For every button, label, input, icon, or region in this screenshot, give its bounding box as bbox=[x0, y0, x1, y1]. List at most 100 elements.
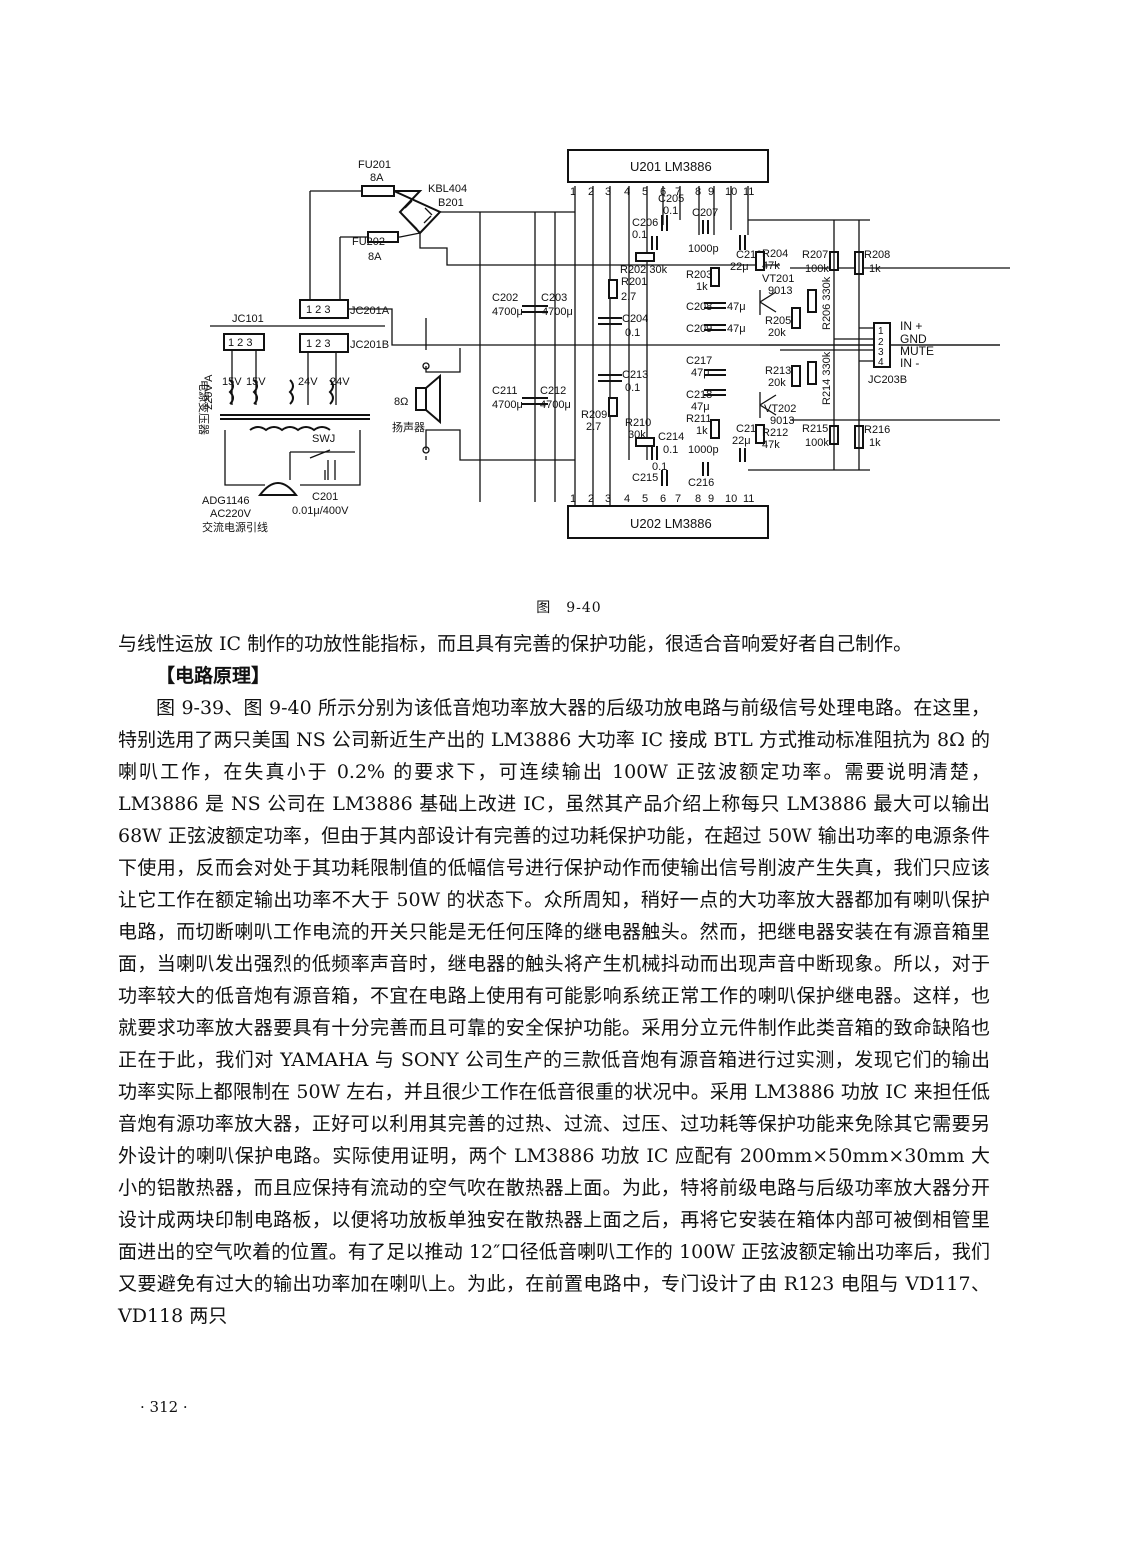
svg-text:4700μ: 4700μ bbox=[492, 306, 523, 318]
svg-text:4700μ: 4700μ bbox=[542, 306, 573, 318]
svg-text:47μ: 47μ bbox=[691, 401, 710, 413]
svg-text:220V A: 220V A bbox=[203, 374, 215, 410]
svg-text:4: 4 bbox=[878, 357, 884, 368]
jc201a-pins: 1 2 3 bbox=[306, 304, 330, 316]
paragraph-2: 图 9-39、图 9-40 所示分别为该低音炮功率放大器的后级功放电路与前级信号… bbox=[118, 697, 990, 1327]
svg-text:10: 10 bbox=[725, 493, 737, 505]
svg-text:15V: 15V bbox=[222, 376, 242, 388]
svg-text:B201: B201 bbox=[438, 197, 464, 209]
svg-text:C218: C218 bbox=[686, 389, 712, 401]
svg-text:9: 9 bbox=[708, 186, 714, 198]
svg-text:1000p: 1000p bbox=[688, 444, 719, 456]
u202-pins: 1 2 3 4 5 6 7 8 9 10 11 bbox=[570, 493, 754, 505]
svg-text:R212: R212 bbox=[762, 427, 788, 439]
svg-text:22μ: 22μ bbox=[732, 435, 751, 447]
svg-text:24V: 24V bbox=[298, 376, 318, 388]
u202-chip bbox=[567, 505, 769, 539]
svg-text:VT202: VT202 bbox=[764, 403, 796, 415]
section-heading: 【电路原理】 bbox=[156, 665, 271, 687]
svg-text:9013: 9013 bbox=[768, 285, 792, 297]
u201-chip bbox=[567, 149, 769, 183]
svg-text:1k: 1k bbox=[696, 281, 708, 293]
bridge-label: KBL404 bbox=[428, 183, 467, 195]
svg-text:2: 2 bbox=[588, 493, 594, 505]
svg-text:R203: R203 bbox=[686, 269, 712, 281]
svg-text:R211: R211 bbox=[686, 413, 711, 425]
svg-text:24V: 24V bbox=[330, 376, 350, 388]
gnd-label: GND bbox=[900, 332, 927, 346]
jc201a-label: JC201A bbox=[350, 305, 390, 317]
switch-label: SWJ bbox=[312, 433, 335, 445]
svg-text:0.1: 0.1 bbox=[663, 205, 678, 217]
svg-text:AC220V: AC220V bbox=[210, 508, 252, 520]
speaker-ohm: 8Ω bbox=[394, 396, 408, 408]
svg-text:9: 9 bbox=[708, 493, 714, 505]
jc203b-label: JC203B bbox=[868, 374, 907, 386]
svg-text:C213: C213 bbox=[622, 369, 648, 381]
page-number: · 312 · bbox=[140, 1398, 188, 1416]
svg-text:3: 3 bbox=[605, 186, 611, 198]
svg-text:C214: C214 bbox=[658, 431, 684, 443]
in-plus-label: IN + bbox=[900, 319, 922, 333]
svg-text:4700μ: 4700μ bbox=[540, 399, 571, 411]
svg-text:30k: 30k bbox=[628, 429, 646, 441]
svg-text:R214 330k: R214 330k bbox=[821, 351, 833, 405]
svg-text:1: 1 bbox=[570, 186, 576, 198]
svg-text:交流电源引线: 交流电源引线 bbox=[202, 520, 268, 534]
svg-text:1 2 3: 1 2 3 bbox=[228, 337, 252, 349]
transformer-label: 电源变压器 bbox=[197, 380, 211, 435]
svg-text:11: 11 bbox=[743, 186, 754, 198]
svg-text:0.1: 0.1 bbox=[652, 461, 667, 473]
svg-text:C215: C215 bbox=[632, 472, 658, 484]
svg-text:3: 3 bbox=[878, 347, 884, 358]
svg-text:0.1: 0.1 bbox=[632, 229, 647, 241]
jc203b-pins: 1 bbox=[878, 326, 884, 337]
svg-text:C202: C202 bbox=[492, 292, 518, 304]
svg-text:20k: 20k bbox=[768, 377, 786, 389]
svg-text:C207: C207 bbox=[692, 207, 718, 219]
svg-text:1k: 1k bbox=[696, 425, 708, 437]
svg-text:VT201: VT201 bbox=[762, 273, 794, 285]
svg-text:0.1: 0.1 bbox=[663, 444, 678, 456]
mute-label: MUTE bbox=[900, 344, 934, 358]
jc201b-label: JC201B bbox=[350, 339, 389, 351]
fu201-label: FU201 bbox=[358, 159, 391, 171]
svg-text:R210: R210 bbox=[625, 417, 651, 429]
svg-text:R205: R205 bbox=[765, 315, 791, 327]
svg-text:5: 5 bbox=[642, 493, 648, 505]
svg-text:2: 2 bbox=[878, 337, 884, 348]
svg-text:47μ: 47μ bbox=[727, 323, 746, 335]
u202-label: U202 LM3886 bbox=[630, 516, 712, 531]
speaker-label: 扬声器 bbox=[392, 420, 425, 434]
svg-text:6: 6 bbox=[660, 493, 666, 505]
svg-text:8: 8 bbox=[695, 186, 701, 198]
svg-text:R213: R213 bbox=[765, 365, 791, 377]
body-text: 与线性运放 IC 制作的功放性能指标，而且具有完善的保护功能，很适合音响爱好者自… bbox=[118, 628, 990, 1332]
paragraph-1: 与线性运放 IC 制作的功放性能指标，而且具有完善的保护功能，很适合音响爱好者自… bbox=[118, 633, 913, 655]
circuit-diagram: U201 LM3886 1 2 3 4 5 6 7 8 9 10 11 U202… bbox=[197, 149, 1010, 539]
svg-text:15V: 15V bbox=[246, 376, 266, 388]
svg-text:7: 7 bbox=[675, 186, 681, 198]
svg-text:2: 2 bbox=[588, 186, 594, 198]
svg-text:4: 4 bbox=[624, 493, 630, 505]
svg-text:7: 7 bbox=[675, 493, 681, 505]
svg-text:C212: C212 bbox=[540, 385, 566, 397]
jc101-label: JC101 bbox=[232, 313, 264, 325]
in-minus-label: IN - bbox=[900, 356, 919, 370]
svg-text:47μ: 47μ bbox=[727, 301, 746, 313]
svg-text:9013: 9013 bbox=[770, 415, 794, 427]
svg-text:C211: C211 bbox=[492, 385, 517, 397]
svg-text:100k: 100k bbox=[805, 437, 829, 449]
plug-model: ADG1146 bbox=[202, 495, 250, 507]
svg-text:R207: R207 bbox=[802, 249, 828, 261]
fu202-label: FU202 bbox=[352, 236, 385, 248]
svg-text:0.1: 0.1 bbox=[625, 382, 640, 394]
svg-text:R204: R204 bbox=[762, 248, 788, 260]
svg-text:22μ: 22μ bbox=[730, 261, 749, 273]
svg-text:100k: 100k bbox=[805, 263, 829, 275]
svg-text:C206: C206 bbox=[632, 217, 658, 229]
svg-text:R208: R208 bbox=[864, 249, 890, 261]
svg-text:C203: C203 bbox=[541, 292, 567, 304]
svg-text:R215: R215 bbox=[802, 423, 828, 435]
svg-text:2.7: 2.7 bbox=[586, 421, 601, 433]
